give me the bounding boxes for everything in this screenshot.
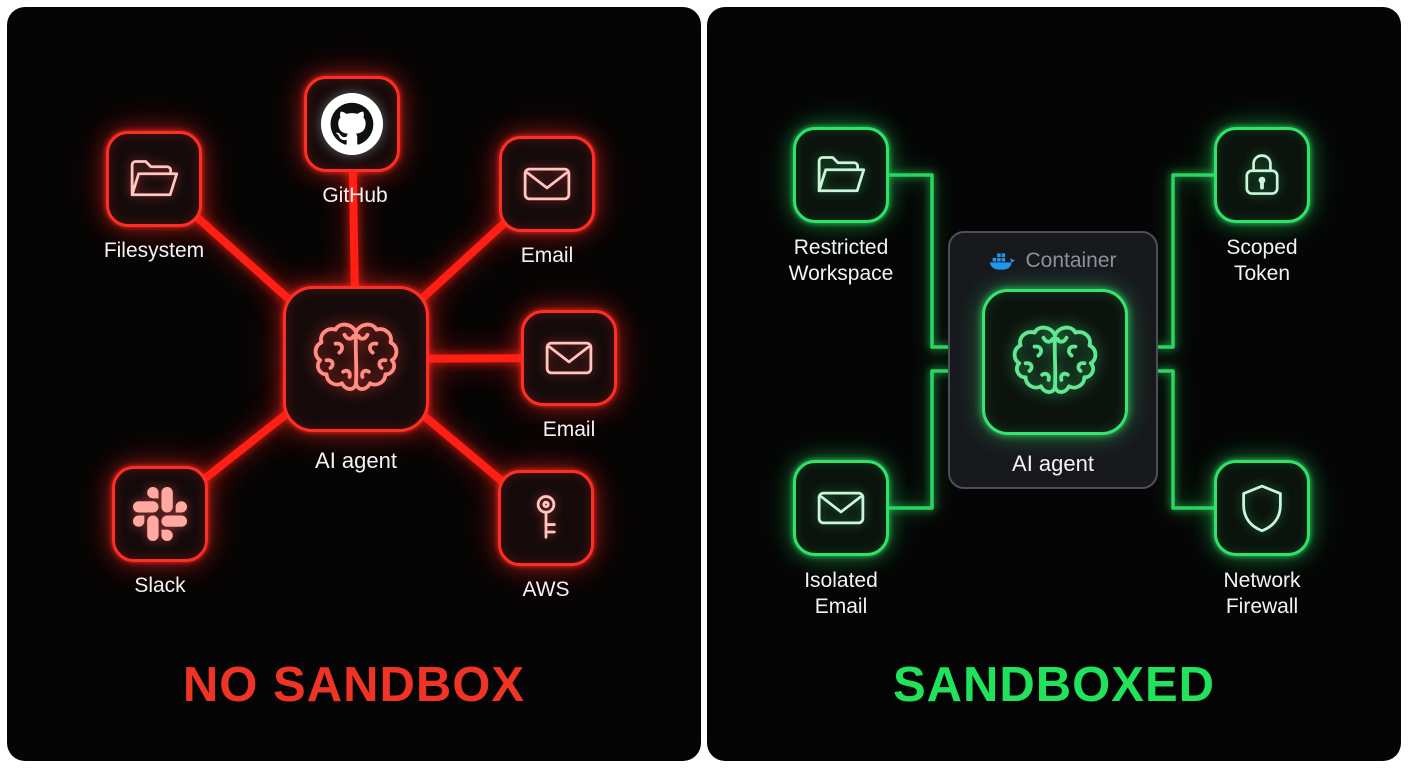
brain-icon — [310, 313, 402, 405]
node-filesystem — [106, 131, 202, 227]
envelope-icon — [541, 330, 597, 386]
node-scoped-token — [1214, 127, 1310, 223]
node-label-filesystem: Filesystem — [103, 239, 205, 262]
node-label-isolated-email: Isolated Email — [804, 569, 878, 618]
envelope-icon — [519, 156, 575, 212]
slack-icon — [133, 487, 187, 541]
node-aws — [498, 470, 594, 566]
folder-icon — [126, 151, 182, 207]
node-slack — [112, 466, 208, 562]
key-icon — [518, 490, 574, 546]
container-label: Container — [1025, 249, 1117, 272]
node-network-firewall — [1214, 460, 1310, 556]
container-header: Container — [950, 249, 1156, 273]
node-label-email-top: Email — [520, 244, 574, 267]
docker-icon — [989, 251, 1016, 272]
node-label-scoped-token: Scoped Token — [1226, 236, 1298, 285]
sandboxed-title: SANDBOXED — [892, 658, 1216, 712]
node-isolated-email — [793, 460, 889, 556]
node-ai-agent-right — [982, 289, 1128, 435]
shield-icon — [1234, 480, 1290, 536]
sandboxed-panel: Restricted Workspace Scoped Token Isolat… — [707, 7, 1401, 761]
github-icon — [319, 91, 385, 157]
connection-lines-right — [888, 173, 1217, 510]
container-box: Container AI agent — [948, 231, 1158, 489]
no-sandbox-panel: Filesystem GitHub Email — [7, 7, 701, 761]
brain-icon — [1009, 316, 1101, 408]
lock-icon — [1235, 148, 1289, 202]
node-label-network-firewall: Network Firewall — [1223, 569, 1301, 618]
node-email-mid — [521, 310, 617, 406]
node-label-restricted-workspace: Restricted Workspace — [788, 236, 894, 285]
node-label-aws: AWS — [522, 578, 570, 601]
node-restricted-workspace — [793, 127, 889, 223]
node-label-ai-agent-right: AI agent — [1012, 451, 1094, 476]
node-label-github: GitHub — [322, 184, 388, 207]
node-email-top — [499, 136, 595, 232]
node-label-slack: Slack — [134, 574, 186, 597]
no-sandbox-title: NO SANDBOX — [182, 658, 526, 712]
node-ai-agent-left — [283, 286, 429, 432]
node-label-ai-agent-left: AI agent — [315, 448, 397, 473]
folder-icon — [813, 147, 869, 203]
node-label-email-mid: Email — [542, 418, 596, 441]
node-github — [304, 76, 400, 172]
envelope-icon — [813, 480, 869, 536]
